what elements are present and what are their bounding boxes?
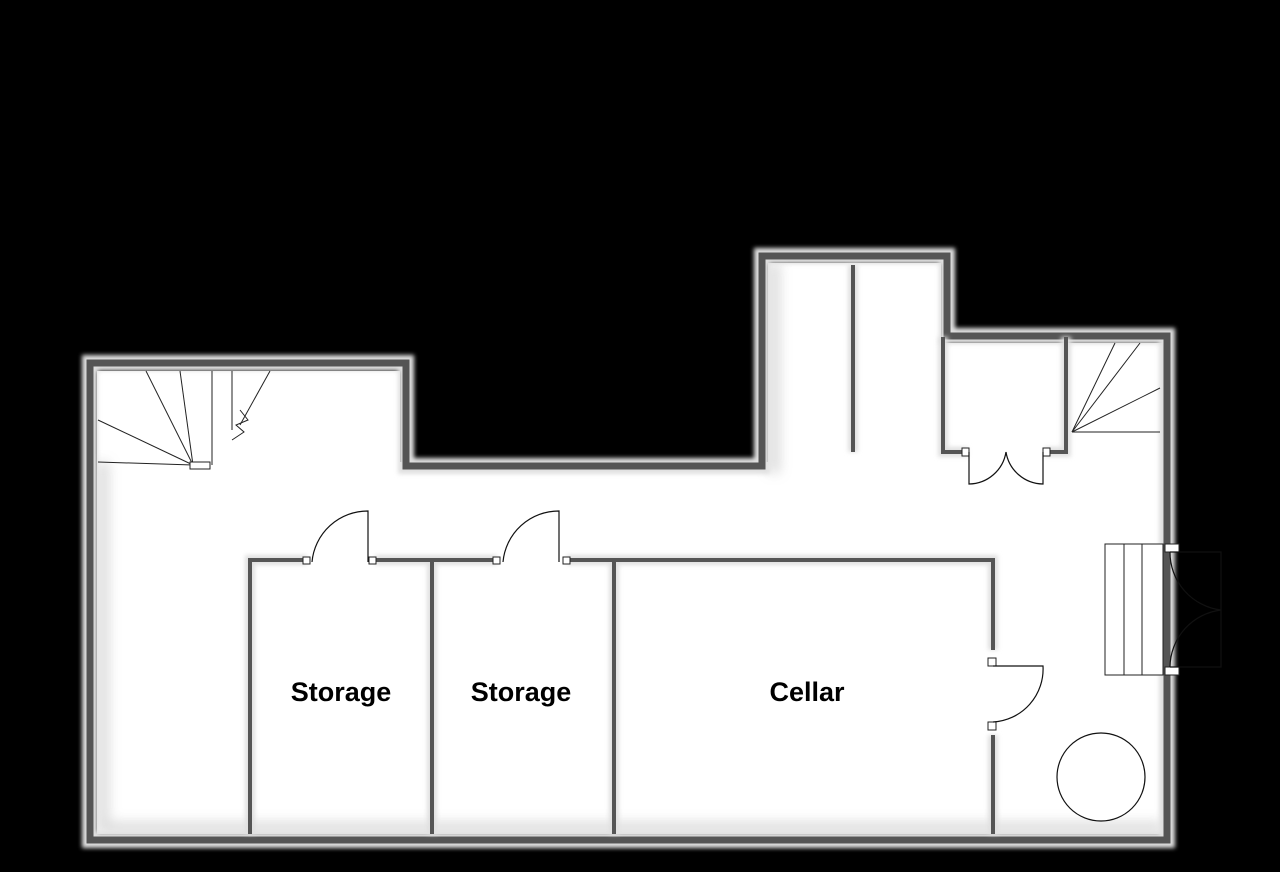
circle-fixture-icon xyxy=(1056,732,1146,822)
staircase-icon xyxy=(97,370,271,470)
room-label-cellar: Cellar xyxy=(769,677,845,707)
staircase-icon xyxy=(1071,342,1161,433)
door-icon[interactable] xyxy=(302,510,377,565)
entrance-steps xyxy=(1104,543,1164,676)
double-door-icon[interactable] xyxy=(1164,543,1222,676)
outer-walls xyxy=(82,248,1175,848)
room-label-storage-1: Storage xyxy=(291,677,392,707)
internal-walls xyxy=(245,265,1071,834)
door-icon[interactable] xyxy=(987,657,1044,731)
door-icon[interactable] xyxy=(492,510,571,565)
floor-area xyxy=(97,263,1163,834)
double-door-icon[interactable] xyxy=(961,447,1051,485)
outer-wall xyxy=(86,252,1171,844)
room-label-storage-2: Storage xyxy=(471,677,572,707)
